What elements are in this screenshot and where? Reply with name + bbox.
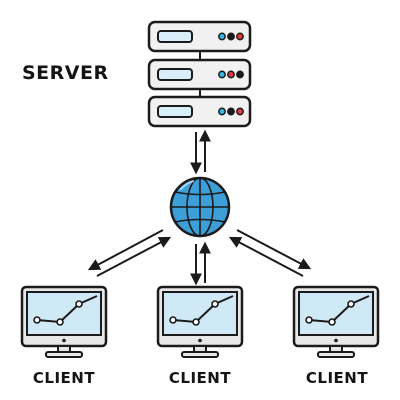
arrow-from-client-1 <box>96 236 172 277</box>
arrow-to-client-1 <box>87 229 164 271</box>
status-led <box>236 32 244 41</box>
server-label: SERVER <box>22 62 109 84</box>
status-led <box>218 32 226 41</box>
client-label-3: CLIENT <box>305 369 369 387</box>
client-monitor-2 <box>156 285 244 358</box>
globe-icon <box>169 176 231 238</box>
client-monitor-3 <box>292 285 380 358</box>
status-led <box>227 32 235 41</box>
client-monitor-1 <box>20 285 108 358</box>
status-led <box>218 107 226 116</box>
server-rack-2 <box>147 58 252 91</box>
status-led <box>227 107 235 116</box>
arrow-from-client-3 <box>228 236 304 277</box>
server-globe-arrows <box>190 129 211 175</box>
server-rack-3 <box>147 95 252 128</box>
arrow-to-client-3 <box>236 229 312 270</box>
status-led <box>227 70 235 79</box>
server-icon <box>147 20 252 128</box>
client-label-2: CLIENT <box>168 369 232 387</box>
globe-client-arrows <box>87 229 312 286</box>
server-rack-1 <box>147 20 252 53</box>
client-label-1: CLIENT <box>32 369 96 387</box>
status-led <box>236 70 244 79</box>
status-led <box>218 70 226 79</box>
status-led <box>236 107 244 116</box>
